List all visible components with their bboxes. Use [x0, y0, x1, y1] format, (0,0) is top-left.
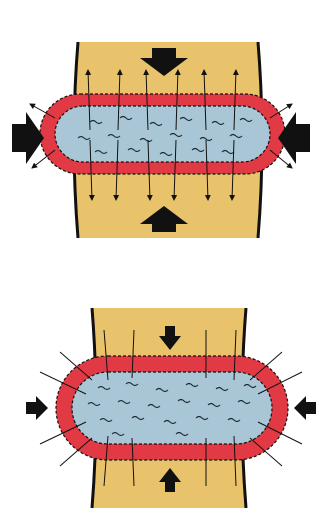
- upper-diagram: [12, 42, 310, 238]
- lower-left-pressure-arrow: [26, 396, 48, 420]
- upper-right-pressure-arrow: [278, 112, 310, 164]
- lower-diagram: [26, 308, 316, 508]
- lower-right-pressure-arrow: [294, 396, 316, 420]
- upper-fluid: [55, 106, 270, 162]
- lower-fluid: [72, 372, 272, 444]
- upper-left-pressure-arrow: [12, 112, 44, 164]
